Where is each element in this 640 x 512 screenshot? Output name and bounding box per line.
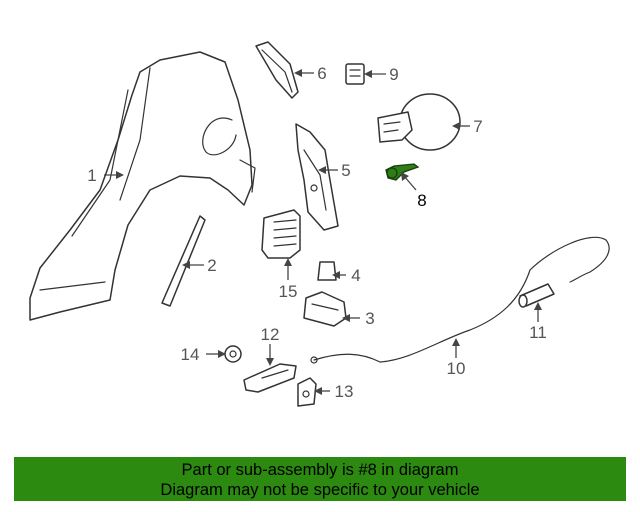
callout-7: 7 (473, 117, 482, 136)
part-14-grommet (224, 345, 242, 363)
callout-5: 5 (341, 161, 350, 180)
callout-10: 10 (447, 359, 466, 378)
part-12-handle (243, 363, 297, 393)
callout-15: 15 (279, 282, 298, 301)
parts-diagram: 1 2 3 4 5 6 7 8 9 10 11 12 13 14 15 (29, 41, 610, 407)
callout-3: 3 (365, 309, 374, 328)
callout-1: 1 (87, 166, 96, 185)
part-7-fuel-door (377, 93, 461, 151)
part-6-bracket (255, 41, 299, 99)
part-11-cylinder (518, 283, 555, 308)
callout-4: 4 (351, 266, 360, 285)
part-10-cable (310, 236, 610, 364)
part-13-bracket (297, 377, 317, 407)
part-8-highlighted (385, 163, 420, 181)
callout-6: 6 (317, 64, 326, 83)
callout-9: 9 (389, 65, 398, 84)
leader-lines (104, 69, 542, 395)
callout-11: 11 (529, 323, 547, 342)
part-15-vent (261, 209, 301, 259)
info-banner: Part or sub-assembly is #8 in diagram Di… (14, 457, 626, 501)
part-2-strip (161, 215, 206, 307)
callout-12: 12 (261, 325, 280, 344)
banner-line-1: Part or sub-assembly is #8 in diagram (181, 461, 459, 479)
part-9-clip (345, 63, 365, 85)
callout-13: 13 (335, 382, 354, 401)
callout-14: 14 (181, 345, 200, 364)
banner-line-2: Diagram may not be specific to your vehi… (160, 481, 480, 499)
part-1-quarter-panel (29, 51, 256, 321)
part-3-hinge (303, 291, 347, 327)
part-4-fastener (317, 261, 337, 281)
callout-8: 8 (417, 191, 426, 210)
part-5-reinforcement (295, 123, 339, 231)
callout-2: 2 (207, 256, 216, 275)
